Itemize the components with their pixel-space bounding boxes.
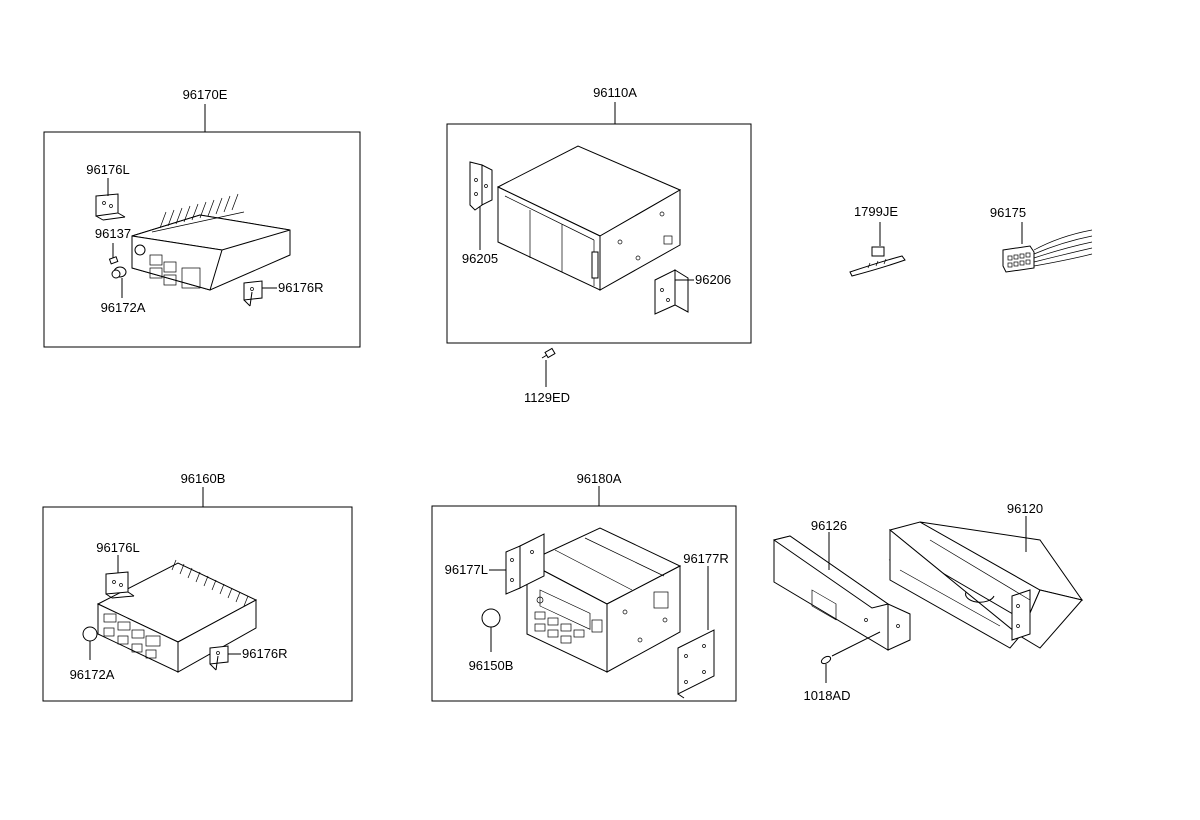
label-96172a: 96172A [101, 300, 146, 315]
group-96180a-frame [431, 505, 737, 702]
bracket-96176r: 96176R [243, 280, 324, 307]
label-1018ad: 1018AD [804, 688, 851, 703]
group-96110a: 96110A 96205 [446, 85, 752, 344]
group-96110a-title: 96110A [593, 85, 637, 100]
housing-96120: 96120 [888, 501, 1084, 649]
label-1129ed: 1129ED [524, 390, 570, 405]
label-96137: 96137 [95, 226, 131, 241]
radio-unit-96160b [96, 559, 258, 673]
bracket-96176r-b: 96176R [209, 645, 288, 671]
label-96126: 96126 [811, 518, 847, 533]
group-96110a-frame [446, 123, 752, 344]
screw-1018ad: 1018AD [804, 631, 881, 703]
clip-1799je: 1799JE [849, 204, 906, 277]
group-96180a-title: 96180A [577, 471, 622, 486]
label-96177l: 96177L [445, 562, 488, 577]
part-96137: 96137 [95, 226, 131, 265]
knob-96150b: 96150B [469, 608, 514, 673]
knob-96172a: 96172A [101, 266, 146, 315]
bracket-96176l-b: 96176L [96, 540, 140, 599]
bracket-96176l: 96176L [86, 162, 130, 221]
label-96205: 96205 [462, 251, 498, 266]
bracket-96205: 96205 [462, 161, 498, 266]
label-96175: 96175 [990, 205, 1026, 220]
group-96170e-frame [43, 131, 361, 348]
group-96170e: 96170E [43, 87, 361, 348]
label-96120: 96120 [1007, 501, 1043, 516]
bracket-96206: 96206 [654, 269, 731, 315]
group-96160b-title: 96160B [181, 471, 226, 486]
label-96176l: 96176L [86, 162, 129, 177]
knob-96172a-b: 96172A [70, 626, 115, 682]
connector-96175: 96175 [990, 205, 1093, 273]
label-96176r: 96176R [278, 280, 324, 295]
group-96180a: 96180A [431, 471, 737, 702]
label-96176l-b: 96176L [96, 540, 139, 555]
bracket-96177l: 96177L [445, 533, 545, 595]
label-96172a-b: 96172A [70, 667, 115, 682]
group-96160b-frame [42, 506, 353, 702]
label-96176r-b: 96176R [242, 646, 288, 661]
label-96206: 96206 [695, 272, 731, 287]
group-96160b: 96160B [42, 471, 353, 702]
radio-unit-96170e [131, 193, 291, 291]
bracket-plate-96126: 96126 [772, 518, 911, 651]
group-96170e-title: 96170E [183, 87, 228, 102]
label-1799je: 1799JE [854, 204, 898, 219]
label-96177r: 96177R [683, 551, 729, 566]
head-unit-96180a [525, 527, 682, 673]
label-96150b: 96150B [469, 658, 514, 673]
bracket-96177r: 96177R [677, 551, 729, 699]
cd-changer-96110a [496, 145, 682, 291]
screw-1129ed: 1129ED [524, 347, 570, 405]
